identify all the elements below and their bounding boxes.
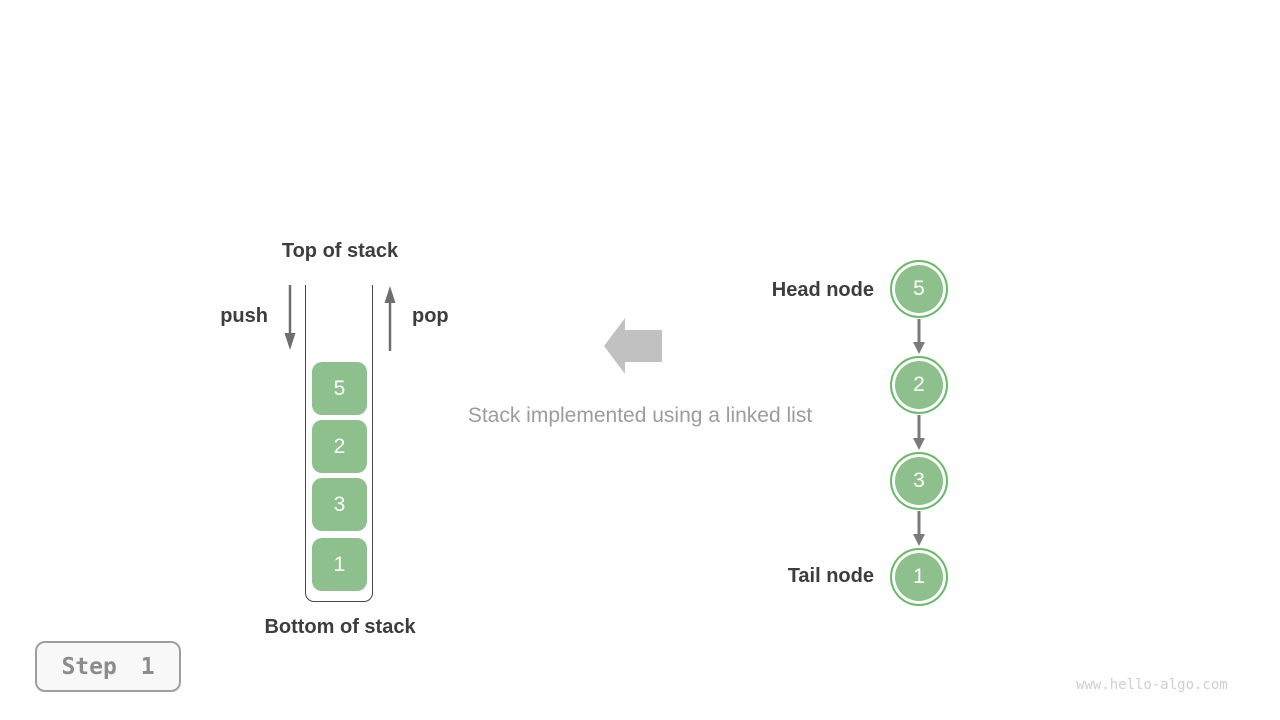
stack-box: 2 (312, 420, 367, 473)
list-node: 5 (890, 260, 948, 318)
head-node-label: Head node (771, 279, 874, 301)
node-value: 3 (913, 469, 925, 492)
pop-label: pop (412, 305, 449, 327)
watermark-url: www.hello-algo.com (1076, 677, 1228, 693)
bottom-of-stack-label: Bottom of stack (264, 616, 416, 638)
push-down-arrow-icon (284, 285, 296, 350)
list-node: 2 (890, 356, 948, 414)
top-of-stack-label: Top of stack (281, 240, 399, 262)
list-node: 3 (890, 452, 948, 510)
stack-box: 1 (312, 538, 367, 591)
node-value: 2 (913, 373, 925, 396)
stack-box-value: 3 (333, 492, 346, 516)
left-block-arrow-icon (604, 318, 662, 374)
stack-box: 5 (312, 362, 367, 415)
pop-up-arrow-icon (384, 286, 396, 351)
step-badge: Step 1 (35, 641, 181, 692)
node-value: 1 (913, 565, 925, 588)
figure-caption: Stack implemented using a linked list (467, 404, 813, 427)
list-node: 1 (890, 548, 948, 606)
stack-box-value: 1 (333, 552, 346, 576)
node-value: 5 (913, 277, 925, 300)
step-badge-label: Step 1 (61, 653, 155, 680)
tail-node-label: Tail node (787, 565, 874, 587)
stack-box-value: 5 (333, 376, 346, 400)
node-connector-arrow-icon (913, 319, 925, 354)
node-connector-arrow-icon (913, 415, 925, 450)
stack-box-value: 2 (333, 434, 346, 458)
push-label: push (220, 305, 268, 327)
node-connector-arrow-icon (913, 511, 925, 546)
stack-box: 3 (312, 478, 367, 531)
stack-container (305, 285, 373, 602)
